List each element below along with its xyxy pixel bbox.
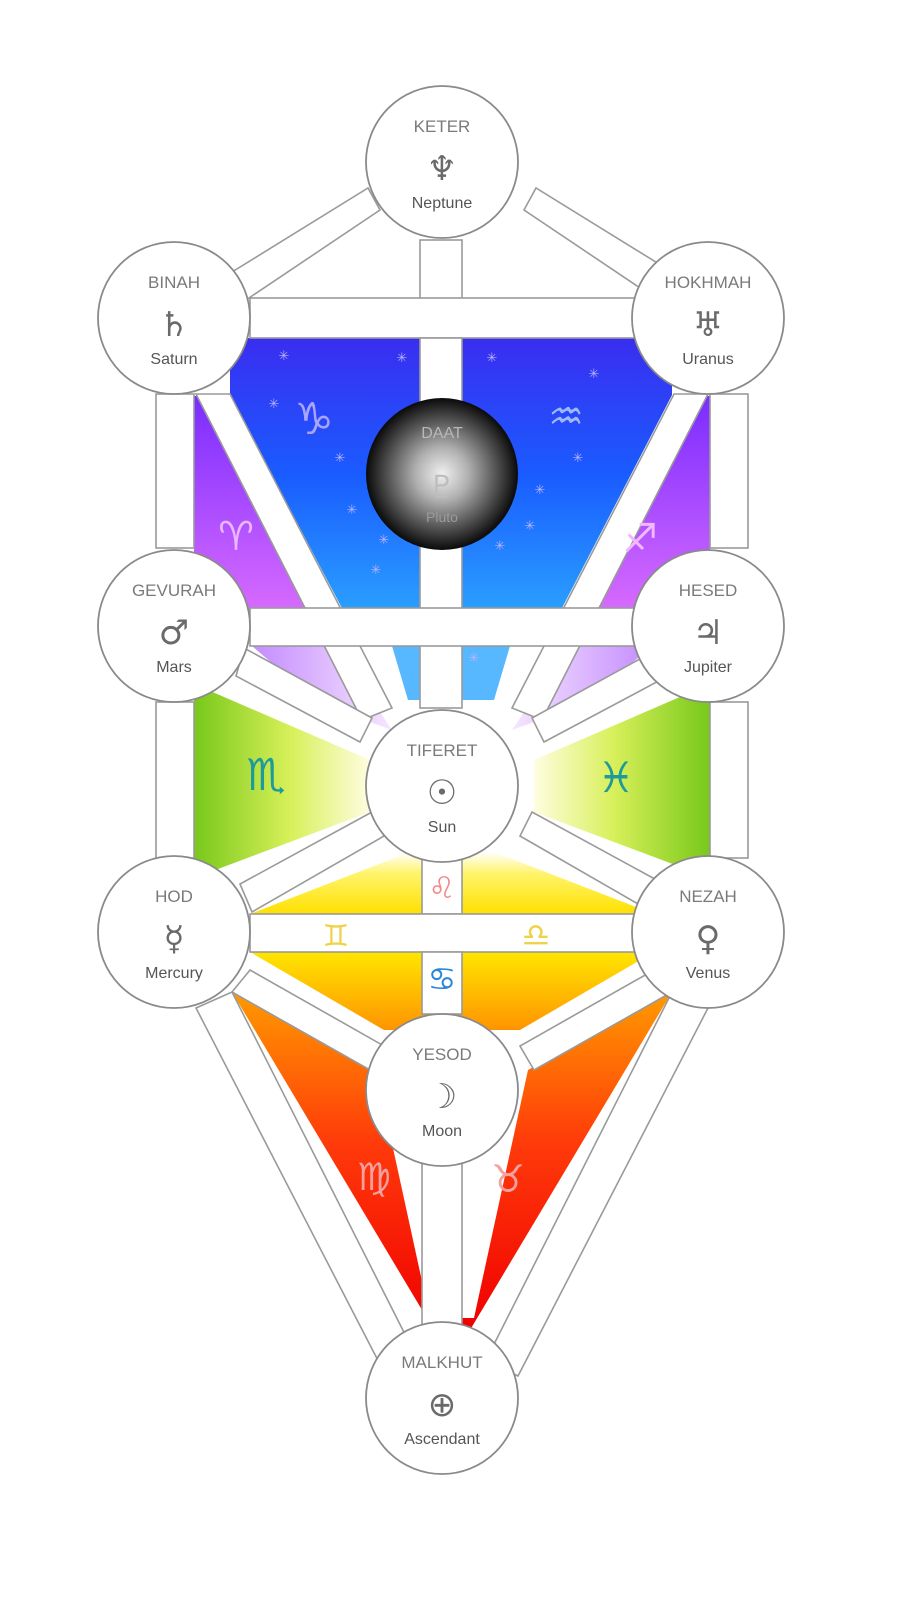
sephira-circle	[365, 85, 519, 239]
sephira-name: GEVURAH	[132, 581, 216, 600]
paths	[155, 186, 749, 1378]
sephira-hokhmah: HOKHMAH ♅ Uranus	[631, 241, 785, 395]
sephira-gevurah: GEVURAH ♂ Mars	[97, 549, 251, 703]
sephira-circle	[631, 241, 785, 395]
zodiac-cancer: ♋	[428, 960, 457, 998]
stars: ✳ ✳ ✳ ✳ ✳ ✳ ✳ ✳ ✳ ✳ ✳ ✳ ✳ ✳	[269, 349, 600, 666]
zodiac-taurus: ♉	[491, 1157, 525, 1201]
zodiac-gemini: ♊	[323, 919, 350, 954]
sephira-name: YESOD	[412, 1045, 472, 1064]
star-icon: ✳	[535, 483, 546, 498]
region-red	[232, 992, 672, 1330]
sephira-planet: Mars	[156, 659, 192, 676]
sephira-planet: Moon	[422, 1123, 462, 1140]
saturn-icon: ♄	[159, 305, 189, 345]
daat-name: DAAT	[421, 425, 463, 442]
sephira-planet: Venus	[686, 965, 730, 982]
zodiac-sagittarius: ♐	[622, 516, 658, 562]
moon-icon: ☽	[427, 1077, 457, 1117]
region-lightblue-2	[462, 646, 510, 700]
zodiac-signs: ♑ ♒ ♈ ♐ ♏ ♓ ♌ ♊ ♎ ♋ ♍ ♉	[218, 394, 658, 1201]
sephira-planet: Ascendant	[404, 1431, 480, 1448]
sephira-planet: Saturn	[150, 351, 197, 368]
daat-planet: Pluto	[426, 509, 458, 525]
star-icon: ✳	[573, 451, 584, 466]
sephira-circle	[97, 241, 251, 395]
venus-icon: ♀	[696, 919, 721, 959]
star-icon: ✳	[269, 397, 280, 412]
sephira-tiferet: TIFERET ☉ Sun	[365, 709, 519, 863]
sephira-planet: Uranus	[682, 351, 734, 368]
star-icon: ✳	[469, 651, 480, 666]
zodiac-aquarius: ♒	[548, 394, 584, 440]
star-icon: ✳	[347, 503, 358, 518]
mercury-icon: ☿	[164, 919, 185, 959]
region-green-right	[534, 684, 710, 878]
region-lightblue	[392, 646, 420, 700]
sephira-circle	[97, 855, 251, 1009]
sephira-name: KETER	[414, 117, 471, 136]
sephira-hesed: HESED ♃ Jupiter	[631, 549, 785, 703]
star-icon: ✳	[335, 451, 346, 466]
sephira-circle	[97, 549, 251, 703]
sephira-planet: Jupiter	[684, 659, 733, 676]
zodiac-pisces: ♓	[597, 753, 635, 802]
sephira-name: TIFERET	[407, 741, 478, 760]
pluto-icon: ♇	[428, 468, 457, 506]
zodiac-scorpio: ♏	[246, 750, 285, 801]
sephira-circle	[365, 1013, 519, 1167]
sephira-name: HESED	[679, 581, 738, 600]
sephira-circle	[365, 1321, 519, 1475]
sephira-binah: BINAH ♄ Saturn	[97, 241, 251, 395]
star-icon: ✳	[379, 533, 390, 548]
sephira-circle	[631, 855, 785, 1009]
star-icon: ✳	[495, 539, 506, 554]
zodiac-aries: ♈	[218, 514, 254, 560]
jupiter-icon: ♃	[693, 613, 723, 653]
sephira-malkhut: MALKHUT ⊕ Ascendant	[365, 1321, 519, 1475]
zodiac-leo: ♌	[429, 871, 456, 906]
sun-icon: ☉	[427, 773, 457, 813]
mars-icon: ♂	[159, 613, 189, 653]
sephira-hod: HOD ☿ Mercury	[97, 855, 251, 1009]
star-icon: ✳	[371, 563, 382, 578]
region-green-left	[194, 684, 370, 878]
sephira-name: HOD	[155, 887, 193, 906]
sephira-name: BINAH	[148, 273, 200, 292]
sephira-daat: DAAT ♇ Pluto	[366, 398, 518, 550]
sephira-name: HOKHMAH	[665, 273, 752, 292]
sephira-circle	[365, 709, 519, 863]
zodiac-capricorn: ♑	[294, 394, 333, 445]
sephira-circle	[631, 549, 785, 703]
uranus-icon: ♅	[693, 305, 723, 345]
sephira-planet: Sun	[428, 819, 456, 836]
star-icon: ✳	[397, 351, 408, 366]
star-icon: ✳	[279, 349, 290, 364]
neptune-icon: ♆	[427, 149, 457, 189]
sephira-name: NEZAH	[679, 887, 737, 906]
ascendant-icon: ⊕	[428, 1385, 457, 1425]
star-icon: ✳	[487, 351, 498, 366]
star-icon: ✳	[525, 519, 536, 534]
sephira-keter: KETER ♆ Neptune	[365, 85, 519, 239]
sephira-planet: Neptune	[412, 195, 473, 212]
sephira-planet: Mercury	[145, 965, 203, 982]
sephira-yesod: YESOD ☽ Moon	[365, 1013, 519, 1167]
sephira-nezah: NEZAH ♀ Venus	[631, 855, 785, 1009]
sephira-name: MALKHUT	[401, 1353, 482, 1372]
zodiac-virgo: ♍	[357, 1155, 391, 1199]
star-icon: ✳	[589, 367, 600, 382]
zodiac-libra: ♎	[522, 916, 551, 954]
daat-sphere	[366, 398, 518, 550]
